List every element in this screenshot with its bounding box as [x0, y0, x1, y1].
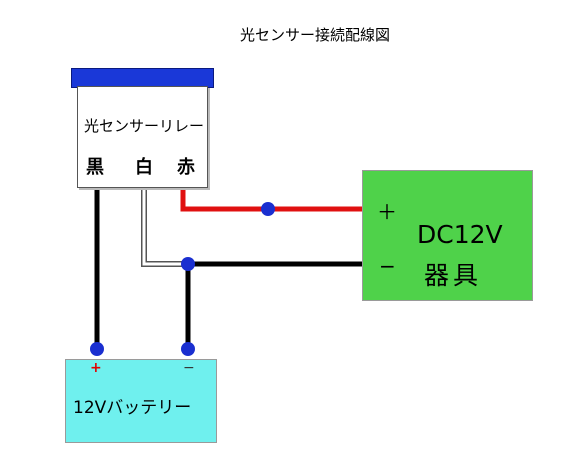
diagram-title: 光センサー接続配線図	[240, 26, 391, 44]
device-name-label: 器具	[424, 261, 483, 290]
dc12v-device-box	[362, 170, 533, 301]
battery-plus-node	[90, 342, 104, 356]
battery-label: 12Vバッテリー	[73, 398, 192, 418]
junction-node-red	[261, 202, 275, 216]
relay-sensor-cap	[71, 68, 214, 88]
battery-minus-terminal: −	[183, 360, 195, 376]
relay-box	[77, 86, 208, 188]
device-voltage-label: DC12V	[417, 220, 503, 249]
pin-label-black: 黒	[86, 157, 104, 178]
battery-plus-terminal: +	[90, 360, 102, 376]
battery-box	[65, 359, 217, 443]
junction-node-negative	[181, 257, 195, 271]
device-minus-terminal: −	[379, 254, 396, 278]
device-plus-terminal: ＋	[377, 200, 397, 224]
white-wire	[142, 188, 188, 266]
red-wire	[180, 188, 362, 212]
pin-label-red: 赤	[177, 157, 195, 178]
pin-label-white: 白	[135, 157, 153, 178]
relay-label: 光センサーリレー	[84, 117, 205, 135]
battery-minus-node	[181, 342, 195, 356]
